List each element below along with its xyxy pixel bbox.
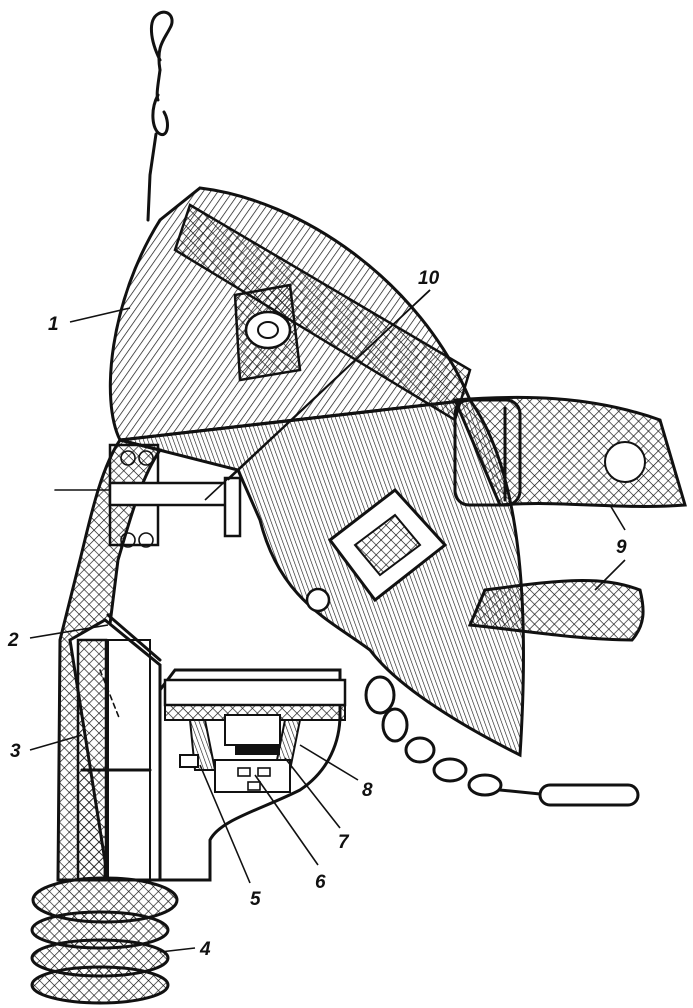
label-10: 10 xyxy=(418,268,440,289)
exhalation-valve-box xyxy=(158,668,347,882)
valve-rod xyxy=(54,476,242,538)
label-5: 5 xyxy=(250,889,261,910)
part-labels: 1 2 3 4 5 6 7 8 9 10 xyxy=(7,268,627,960)
label-2: 2 xyxy=(7,630,19,651)
label-3: 3 xyxy=(10,741,21,762)
leader-lines xyxy=(29,289,626,953)
head-strap xyxy=(173,203,687,642)
corrugated-hose xyxy=(30,876,179,1005)
label-1: 1 xyxy=(48,314,59,335)
label-8: 8 xyxy=(362,780,373,801)
chain-with-pull-tab xyxy=(364,675,640,807)
label-4: 4 xyxy=(199,939,211,960)
hanging-hook xyxy=(146,10,174,222)
label-6: 6 xyxy=(315,872,326,893)
inhalation-tube xyxy=(68,613,162,882)
label-9: 9 xyxy=(616,537,627,558)
label-7: 7 xyxy=(338,832,350,853)
